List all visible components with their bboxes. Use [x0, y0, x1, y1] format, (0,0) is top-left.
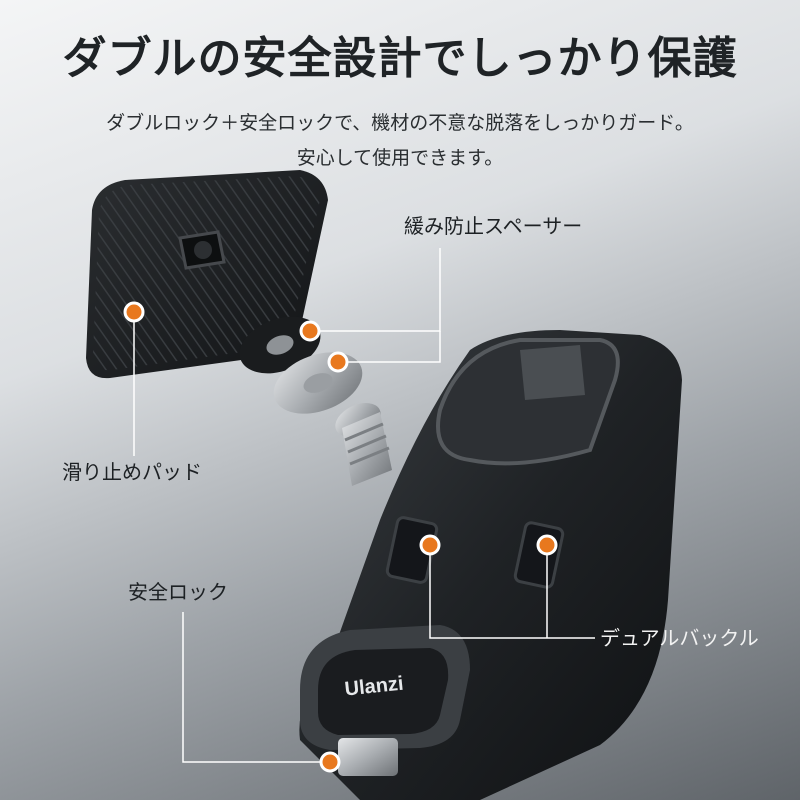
dot-lock	[319, 751, 341, 773]
callout-spacer: 緩み防止スペーサー	[404, 214, 583, 238]
callout-pad: 滑り止めパッド	[62, 460, 202, 484]
dot-spacer-1	[299, 320, 321, 342]
mount-screw	[335, 403, 392, 486]
buckle-body	[299, 330, 682, 800]
dot-buckle-2	[536, 534, 558, 556]
subtext-line-1: ダブルロック＋安全ロックで、機材の不意な脱落をしっかりガード。	[106, 112, 694, 134]
subtext-line-2: 安心して使用できます。	[296, 147, 504, 169]
dot-buckle-1	[419, 534, 441, 556]
dot-spacer-2	[327, 351, 349, 373]
anti-slip-pad	[86, 170, 328, 379]
callout-dots	[123, 301, 558, 773]
callout-dual-buckle: デュアルバックル	[600, 626, 759, 650]
headline: ダブルの安全設計でしっかり保護	[62, 33, 738, 84]
leader-lines	[133, 248, 595, 763]
callout-safety-lock: 安全ロック	[128, 580, 228, 604]
dot-pad	[123, 301, 145, 323]
